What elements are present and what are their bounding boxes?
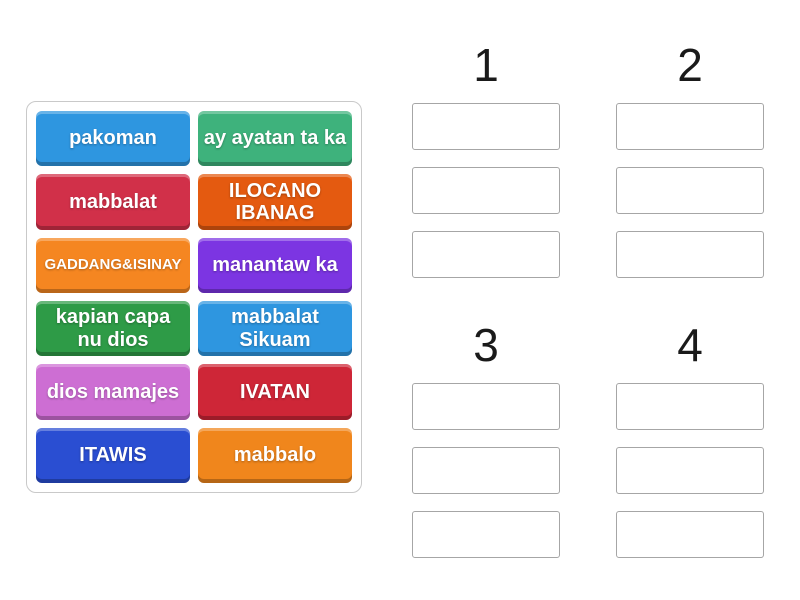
word-tile-pakoman[interactable]: pakoman [36, 111, 190, 167]
group-4: 4 [616, 310, 764, 575]
group-4-slot-1[interactable] [616, 383, 764, 430]
group-2-slot-1[interactable] [616, 103, 764, 150]
group-2-slots [616, 103, 764, 278]
group-4-slot-2[interactable] [616, 447, 764, 494]
group-3-label: 3 [473, 319, 499, 371]
group-1-slot-3[interactable] [412, 231, 560, 278]
group-1-slot-1[interactable] [412, 103, 560, 150]
word-tile-ay-ayatan-ta-ka[interactable]: ay ayatan ta ka [198, 111, 352, 167]
group-2-label: 2 [677, 39, 703, 91]
word-tile-mabbalo[interactable]: mabbalo [198, 427, 352, 483]
group-2-slot-3[interactable] [616, 231, 764, 278]
word-tile-kapian-capa-nu-dios[interactable]: kapian capa nu dios [36, 300, 190, 357]
word-tile-dios-mamajes[interactable]: dios mamajes [36, 364, 190, 420]
word-tile-ilocano-ibanag[interactable]: ILOCANO IBANAG [198, 174, 352, 230]
group-2: 2 [616, 30, 764, 295]
word-tile-manantaw-ka[interactable]: manantaw ka [198, 237, 352, 293]
group-1-label: 1 [473, 39, 499, 91]
group-4-slots [616, 383, 764, 558]
word-tile-gaddang-isinay[interactable]: GADDANG&ISINAY [36, 237, 190, 293]
group-4-label: 4 [677, 319, 703, 371]
group-2-slot-2[interactable] [616, 167, 764, 214]
word-tile-mabbalat-sikuam[interactable]: mabbalat Sikuam [198, 300, 352, 357]
group-3: 3 [412, 310, 560, 575]
group-3-slots [412, 383, 560, 558]
word-tile-itawis[interactable]: ITAWIS [36, 427, 190, 483]
group-3-slot-2[interactable] [412, 447, 560, 494]
word-tile-mabbalat[interactable]: mabbalat [36, 174, 190, 230]
group-1: 1 [412, 30, 560, 295]
group-1-slot-2[interactable] [412, 167, 560, 214]
group-4-slot-3[interactable] [616, 511, 764, 558]
group-3-slot-3[interactable] [412, 511, 560, 558]
group-1-slots [412, 103, 560, 278]
word-tile-ivatan[interactable]: IVATAN [198, 364, 352, 420]
group-3-slot-1[interactable] [412, 383, 560, 430]
